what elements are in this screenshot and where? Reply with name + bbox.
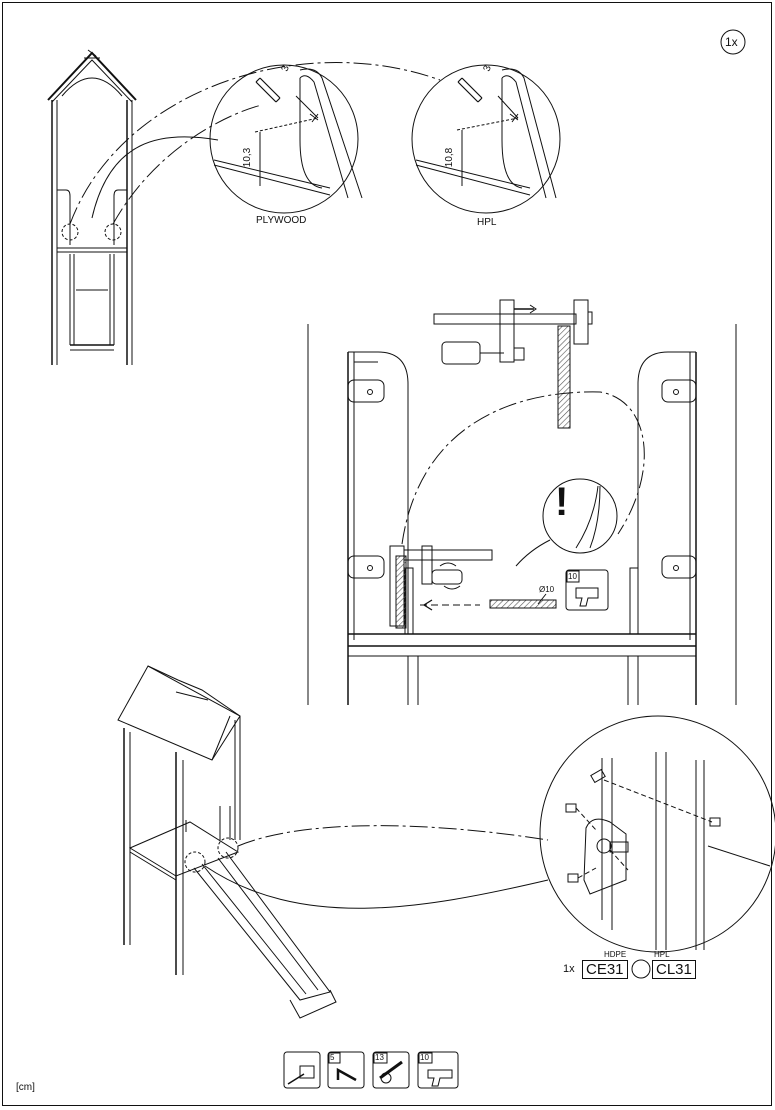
drill-tool-number: 10 xyxy=(568,572,577,581)
allen-key-icon xyxy=(336,1067,357,1082)
hdpe-header: HDPE xyxy=(604,950,627,959)
tool-number-wrench: 13 xyxy=(375,1053,384,1062)
wrench-icon xyxy=(379,1060,403,1080)
drill-bit xyxy=(420,593,557,611)
drill-callout-arc xyxy=(401,391,645,545)
warning-circle xyxy=(542,478,618,554)
detail-circle-hpl xyxy=(411,64,561,214)
drill-tool-number-box xyxy=(566,570,580,583)
clamp-illustration xyxy=(433,299,593,429)
drill-icon xyxy=(575,587,599,607)
quantity-badge-label: 1x xyxy=(725,35,738,49)
part-cl31: CL31 xyxy=(652,960,696,979)
drill-icon-box xyxy=(417,1051,459,1089)
callout-lines-bottom xyxy=(237,825,549,847)
unit-label: [cm] xyxy=(16,1082,35,1093)
hpl-label: HPL xyxy=(477,217,497,228)
footer-tools xyxy=(283,1051,459,1089)
callout-line-bottom xyxy=(204,865,549,909)
detail-circle-assembly xyxy=(539,715,775,953)
hpl-dim-side: 10,8 xyxy=(444,147,456,168)
tape-measure-icon xyxy=(299,1065,315,1079)
plywood-dim-side: 10,3 xyxy=(242,147,254,168)
tool-number-drill: 10 xyxy=(420,1053,429,1062)
ring-symbol xyxy=(631,959,651,979)
detail-circle-plywood xyxy=(209,64,363,214)
tower-elevation xyxy=(47,49,137,365)
drill-step-frame xyxy=(307,324,737,705)
part-ce31: CE31 xyxy=(582,960,628,979)
drill-size-label: Ø10 xyxy=(539,585,555,594)
hpl-header: HPL xyxy=(654,950,670,959)
warning-leader xyxy=(515,539,551,567)
callout-lines-top xyxy=(69,62,441,225)
plywood-label: PLYWOOD xyxy=(256,215,307,226)
assembly-quantity: 1x xyxy=(563,963,575,975)
clamp-bottom xyxy=(389,545,493,629)
allen-key-icon-box xyxy=(327,1051,365,1089)
drill-tool-box xyxy=(565,569,609,611)
drill-icon xyxy=(427,1069,453,1087)
warning-symbol: ! xyxy=(555,480,569,524)
tower-with-slide xyxy=(117,665,337,1019)
tool-number-allen-key: 5 xyxy=(330,1053,335,1062)
wrench-icon-box xyxy=(372,1051,410,1089)
quantity-badge xyxy=(720,29,746,55)
tape-measure-icon-box xyxy=(283,1051,321,1089)
callout-line xyxy=(91,136,219,219)
